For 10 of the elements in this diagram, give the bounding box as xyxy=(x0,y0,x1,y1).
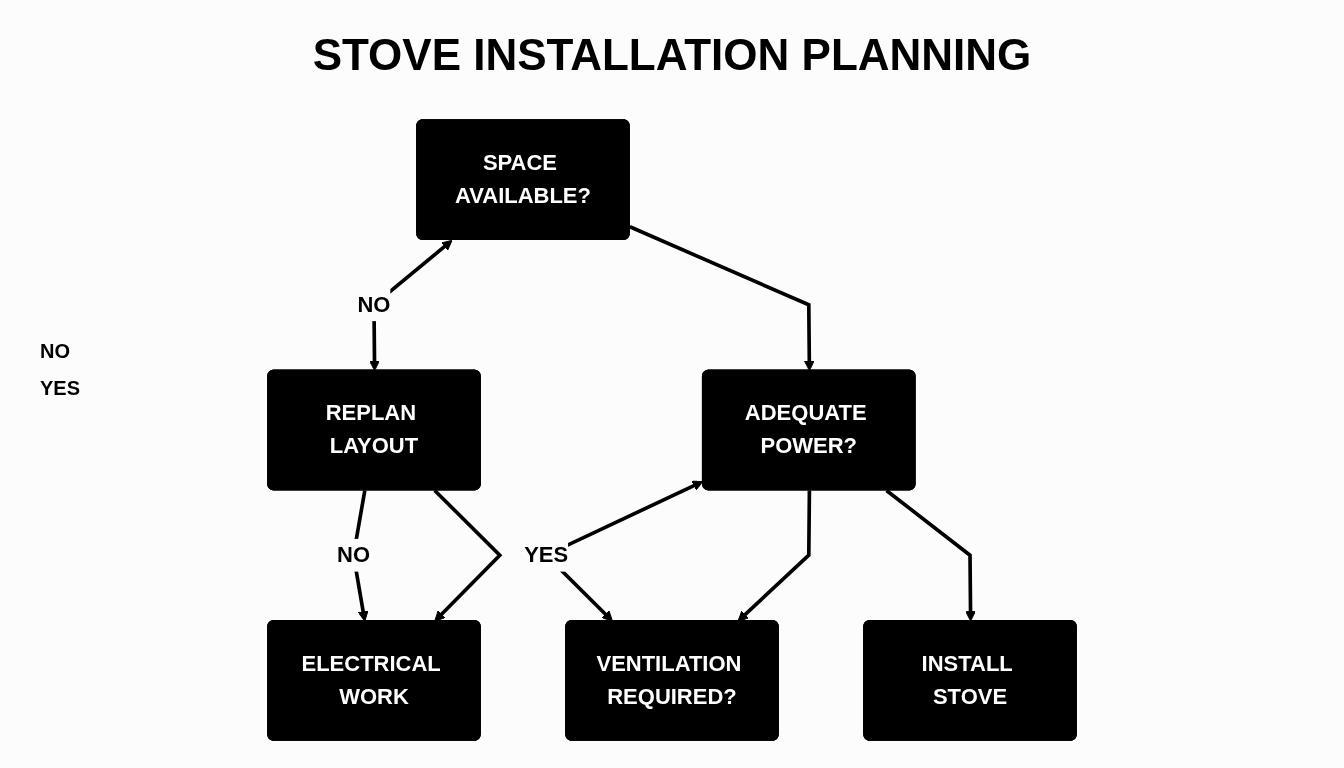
branch-label: NO xyxy=(40,340,71,363)
diagram-title: STOVE INSTALLATION PLANNING xyxy=(312,30,1032,80)
branch-label: YES xyxy=(40,377,82,400)
arrow xyxy=(885,489,976,622)
edge-label: NO xyxy=(357,291,391,317)
arrow xyxy=(433,489,503,622)
arrow xyxy=(737,490,812,622)
edge-label: NO xyxy=(337,542,371,567)
arrow xyxy=(629,225,815,372)
edge-label: YES xyxy=(524,542,569,567)
